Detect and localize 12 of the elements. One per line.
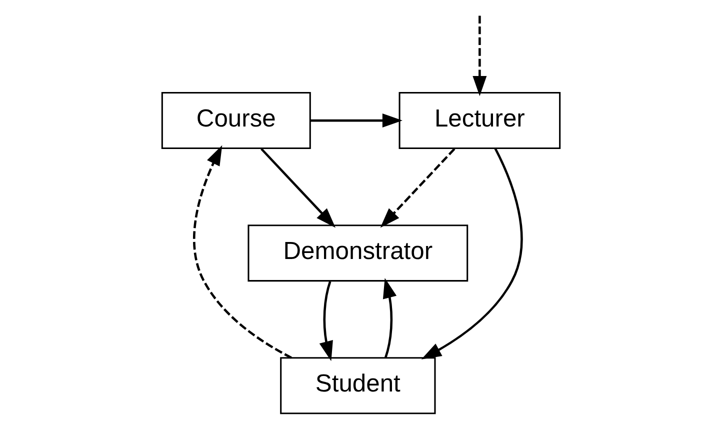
arrow (192, 145, 292, 359)
arrow (380, 148, 455, 228)
arrow (310, 114, 402, 128)
node-box: Lecturer (398, 92, 560, 150)
node-box: Demonstrator (247, 224, 468, 282)
arrow (318, 281, 332, 362)
arrow (382, 278, 396, 358)
node-box: Student (280, 357, 436, 414)
node-box: Course (160, 92, 310, 150)
arrow (420, 148, 522, 360)
arrow (260, 148, 336, 228)
arrow (472, 16, 486, 96)
